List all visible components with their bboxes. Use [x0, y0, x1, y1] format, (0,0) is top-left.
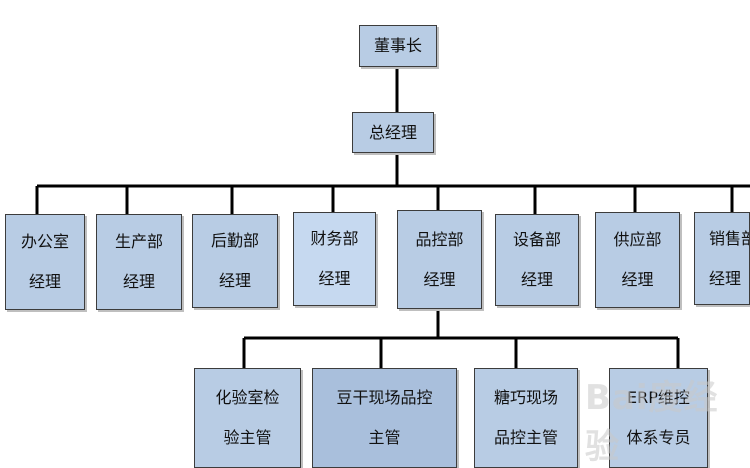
dept-name: 供应部: [613, 230, 662, 249]
sub-line1: 豆干现场品控: [336, 388, 433, 407]
dept-production-box: 生产部 经理: [96, 214, 182, 310]
dept-sales-box: 销售部 经理: [694, 212, 750, 305]
tofu-qc-supervisor-box: 豆干现场品控 主管: [312, 368, 457, 468]
dept-role: 经理: [122, 272, 155, 291]
dept-role: 经理: [423, 269, 456, 289]
dept-name: 品控部: [415, 229, 464, 249]
baidu-watermark: Bai度经验: [585, 378, 719, 467]
connector-lines: [35, 67, 750, 368]
dept-role: 经理: [28, 272, 61, 291]
dept-supply-box: 供应部 经理: [595, 212, 680, 308]
dept-name: 生产部: [114, 232, 163, 251]
sub-line1: 化验室检: [215, 388, 280, 407]
sub-line2: 主管: [368, 428, 401, 447]
dept-finance-box: 财务部 经理: [293, 212, 376, 306]
chairman-label: 董事长: [373, 36, 422, 55]
sub-line2: 体系专员: [626, 428, 691, 447]
dept-name: 设备部: [512, 230, 561, 249]
dept-logistics-box: 后勤部 经理: [192, 214, 278, 308]
dept-role: 经理: [218, 271, 251, 290]
dept-quality-control-box: 品控部 经理: [397, 210, 482, 309]
sub-line1: 糖巧现场: [493, 388, 558, 407]
dept-role: 经理: [318, 269, 351, 288]
general-manager-label: 总经理: [368, 122, 417, 142]
lab-inspection-supervisor-box: 化验室检 验主管: [194, 368, 301, 468]
chairman-box: 董事长: [359, 25, 437, 67]
sub-line2: 验主管: [223, 428, 272, 447]
candy-qc-supervisor-box: 糖巧现场 品控主管: [474, 368, 578, 468]
dept-role: 经理: [520, 270, 553, 289]
sub-line2: 品控主管: [493, 428, 558, 447]
dept-office-box: 办公室 经理: [5, 214, 85, 310]
dept-name: 办公室: [20, 232, 69, 251]
dept-role: 经理: [621, 270, 654, 289]
dept-name: 销售部: [709, 228, 749, 248]
general-manager-box: 总经理: [352, 112, 434, 153]
dept-name: 财务部: [310, 229, 359, 248]
dept-equipment-box: 设备部 经理: [495, 214, 579, 306]
dept-name: 后勤部: [210, 231, 259, 250]
sub-line1: ERP维控: [627, 388, 690, 407]
dept-role: 经理: [709, 268, 742, 288]
